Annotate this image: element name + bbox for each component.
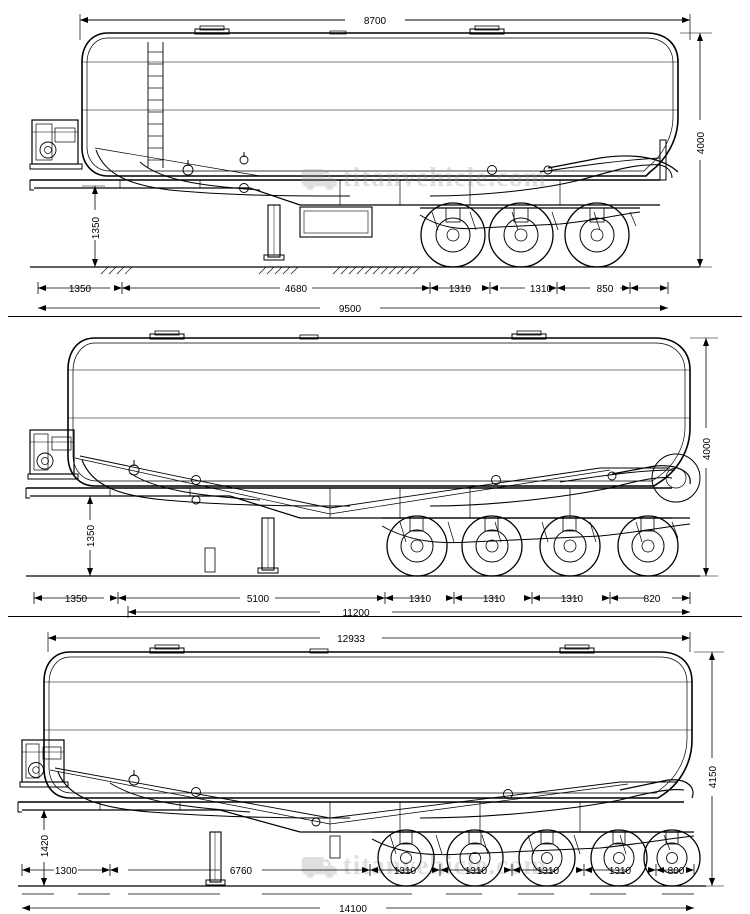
five-axle-side-view: 12933 4150 1420 1300 6760 1310 1310 1310… xyxy=(17,632,724,914)
drawing-panel-three-axle: 8700 4000 1350 1350 4680 1310 1310 850 9… xyxy=(0,0,750,318)
dim-label-1-p1: 1350 xyxy=(69,284,92,295)
wheel-group xyxy=(420,202,630,268)
wheel-group xyxy=(377,829,701,887)
dim-label-2-p2: 5100 xyxy=(247,594,270,605)
dim-label-total-p1: 9500 xyxy=(339,304,362,315)
three-axle-side-view: 8700 4000 1350 1350 4680 1310 1310 850 9… xyxy=(29,14,712,315)
wheel-group xyxy=(386,515,679,577)
drawing-panel-four-axle: 4000 1350 1350 5100 1310 1310 1310 820 1… xyxy=(0,318,750,884)
dim-label-3-p1: 1310 xyxy=(449,284,472,295)
dim-label-2-p3: 6760 xyxy=(230,866,253,877)
dim-label-5-p3: 1310 xyxy=(537,866,560,877)
dim-label-7-p3: 800 xyxy=(668,866,685,877)
dim-label-6-p3: 1310 xyxy=(609,866,632,877)
drawing-panel-five-axle: 12933 4150 1420 1300 6760 1310 1310 1310… xyxy=(0,618,750,914)
dim-label-height-right-p1: 4000 xyxy=(696,131,707,154)
dim-label-height-right-p2: 4000 xyxy=(702,437,713,460)
dim-label-4-p1: 1310 xyxy=(530,284,553,295)
dim-label-top-length-p1: 8700 xyxy=(364,16,387,27)
dim-label-3-p2: 1310 xyxy=(409,594,432,605)
dim-label-6-p2: 820 xyxy=(644,594,661,605)
four-axle-side-view: 4000 1350 1350 5100 1310 1310 1310 820 1… xyxy=(25,330,718,618)
dim-label-height-left-p1: 1350 xyxy=(91,216,102,239)
dim-label-height-right-p3: 4150 xyxy=(708,765,719,788)
panel-divider-1 xyxy=(8,316,742,317)
dim-label-top-length-p3: 12933 xyxy=(337,634,365,645)
dim-label-4-p2: 1310 xyxy=(483,594,506,605)
dim-label-1-p2: 1350 xyxy=(65,594,88,605)
dim-label-total-p3: 14100 xyxy=(339,904,367,914)
dim-label-total-p2: 11200 xyxy=(342,608,370,618)
dim-label-height-left-p2: 1350 xyxy=(86,524,97,547)
dim-label-1-p3: 1300 xyxy=(55,866,78,877)
dim-label-4-p3: 1310 xyxy=(465,866,488,877)
dim-label-5-p1: 850 xyxy=(597,284,614,295)
dim-label-3-p3: 1310 xyxy=(394,866,417,877)
dim-label-2-p1: 4680 xyxy=(285,284,308,295)
panel-divider-2 xyxy=(8,616,742,617)
dim-label-5-p2: 1310 xyxy=(561,594,584,605)
dim-label-height-left-p3: 1420 xyxy=(40,834,51,857)
